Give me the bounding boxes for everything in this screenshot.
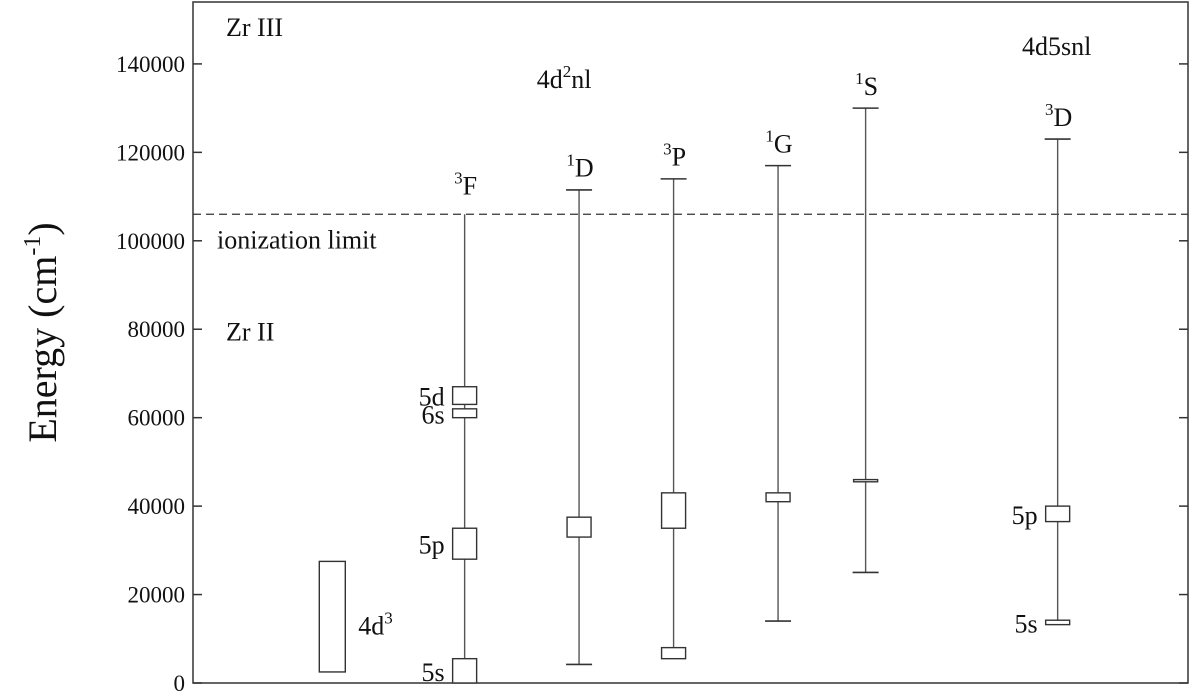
y-axis-label-close: ) [20,222,65,235]
term-label-1G-superscript: 1 [765,126,774,145]
level-label-3D-1: 5p [1012,501,1038,530]
y-axis-label: Energy (cm-1) [20,222,65,442]
term-label-3F: 3F [454,168,477,200]
term-label-3D: 3D [1045,100,1072,132]
term-label-3F-suffix: F [463,171,477,200]
label-4d3-base: 4d [358,612,384,641]
level-label-3D-0: 5s [1015,609,1038,638]
level-label-3F-3: 5d [419,383,445,412]
level-box-3P-0 [660,646,687,660]
term-label-1D: 1D [566,151,593,183]
term-label-1D-suffix: D [575,154,594,183]
y-tick-label-3: 60000 [128,406,186,431]
plot-frame [192,1,1189,684]
y-tick-label-5: 100000 [116,229,185,254]
label-zr-iii: Zr III [226,13,283,42]
y-tick-label-6: 120000 [116,140,185,165]
level-box-1D-0 [566,516,592,538]
level-label-3F-1: 5p [419,531,445,560]
term-label-1S-suffix: S [864,72,878,101]
term-label-1G-suffix: G [774,129,793,158]
y-tick-label-0: 0 [174,671,186,696]
label-zr-ii: Zr II [226,317,274,346]
chart-marks [193,107,1188,684]
level-label-3F-0: 5s [422,658,445,687]
level-box-3D-0 [1044,619,1071,626]
term-label-1D-superscript: 1 [566,151,575,170]
label-config-4d2nl-suffix: nl [571,65,591,94]
level-box-1G-0 [765,492,791,503]
y-ticks: 0 20000 40000 60000 80000 100000 120000 140000 [116,52,1188,696]
label-config-4d2nl: 4d2nl [537,62,592,94]
term-label-3P-superscript: 3 [663,140,672,159]
axes [192,1,1189,684]
term-label-3D-superscript: 3 [1045,100,1054,119]
term-label-3P-suffix: P [672,143,686,172]
term-label-1S: 1S [855,69,878,101]
level-box-3F-1 [451,527,478,560]
y-tick-label-2: 40000 [128,494,186,519]
term-label-3F-superscript: 3 [454,168,463,187]
label-config-4d2nl-base: 4d [537,65,563,94]
term-label-1G: 1G [765,126,792,158]
level-box-1S-0 [852,478,879,483]
y-tick-label-7: 140000 [116,52,185,77]
y-tick-label-4: 80000 [128,317,186,342]
label-config-4d2nl-superscript: 2 [563,62,572,81]
term-label-3D-suffix: D [1054,103,1073,132]
level-box-3F-2 [451,408,478,419]
level-label-3F-2: 6s [422,400,445,429]
ionization-limit-label: ionization limit [217,225,377,254]
term-label-3P: 3P [663,140,686,172]
level-box-3D-1 [1044,505,1071,523]
y-axis-label-superscript: -1 [20,236,46,256]
y-tick-label-1: 20000 [128,583,186,608]
block-4d3 [318,560,346,673]
level-box-3P-1 [660,492,687,529]
y-axis-label-main: Energy (cm [20,256,65,443]
chart-labels: Energy (cm-1) ionization limit Zr III Zr II… [20,13,1091,687]
label-4d3-superscript: 3 [384,609,393,628]
label-config-4d5snl: 4d5snl [1022,32,1091,61]
level-box-3F-3 [451,386,478,406]
label-4d3: 4d3 [358,609,393,641]
term-label-1S-superscript: 1 [855,69,864,88]
level-box-3F-0 [451,657,478,684]
